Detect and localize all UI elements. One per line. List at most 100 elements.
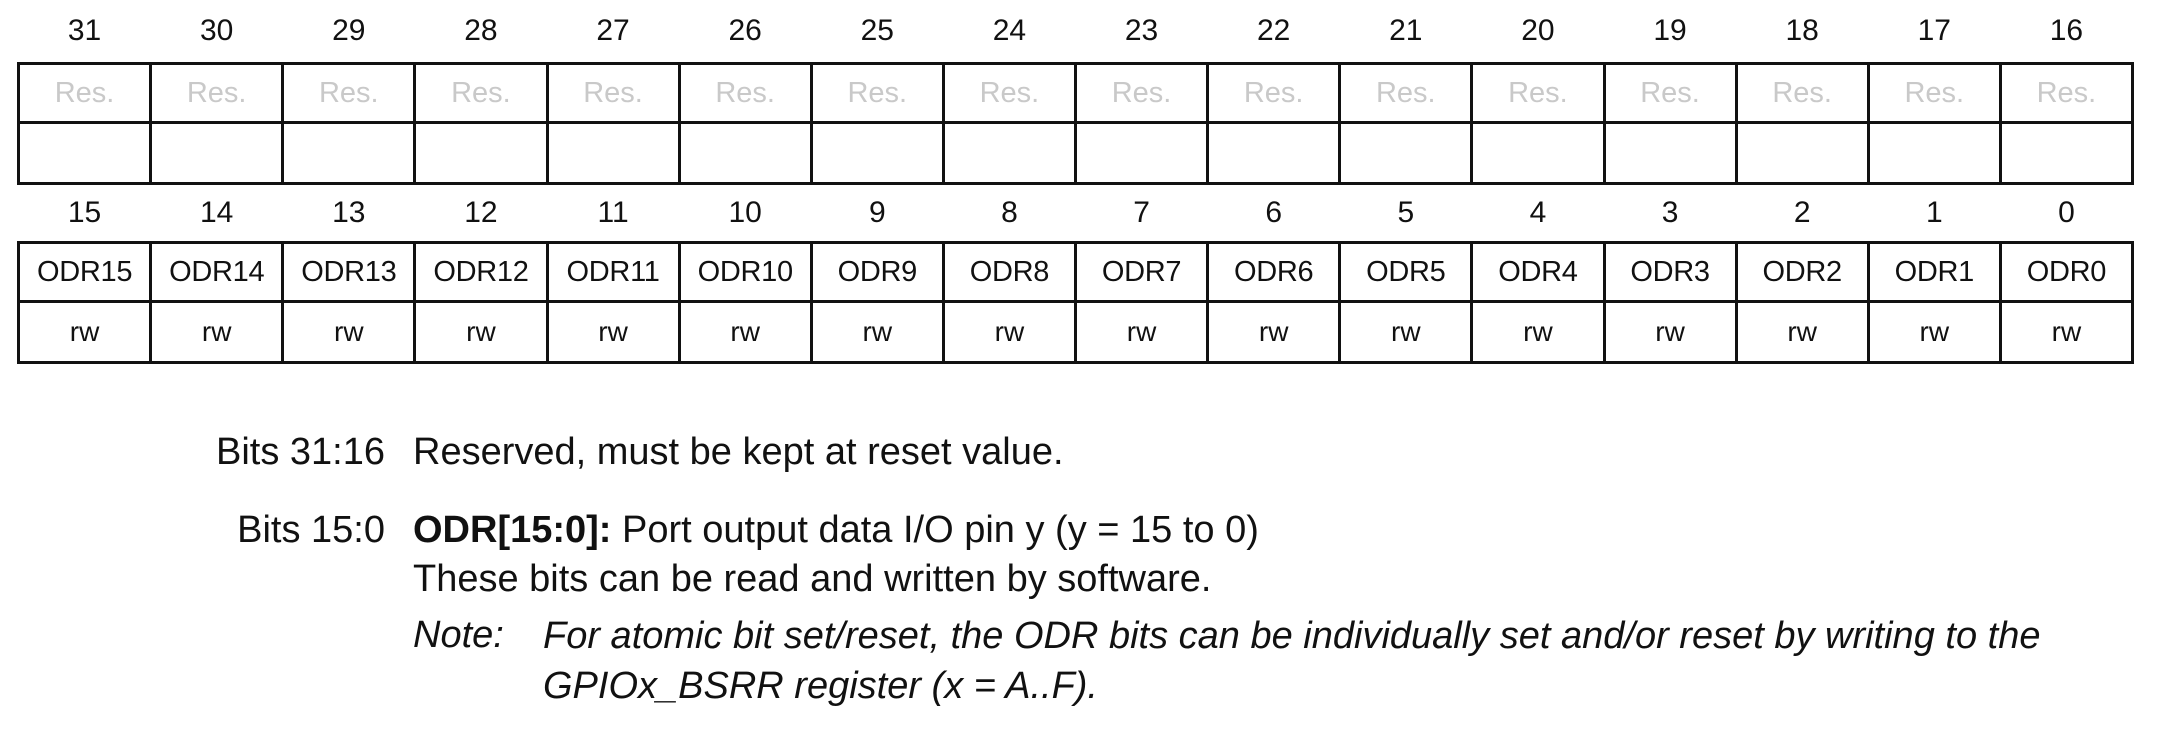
odr-field: ODR6 [1206, 241, 1342, 303]
reserved-field: Res. [149, 62, 285, 124]
reserved-field: Res. [1470, 62, 1606, 124]
lower-bit-numbers-row: 15 14 13 12 11 10 9 8 7 6 5 4 3 2 1 0 [19, 184, 2133, 243]
bit-number: 4 [1529, 196, 1547, 229]
reserved-bits-description: Bits 31:16 Reserved, must be kept at res… [0, 428, 2160, 506]
access-type: rw [1338, 300, 1474, 364]
odr-field: ODR14 [149, 241, 285, 303]
note-text: For atomic bit set/reset, the ODR bits c… [543, 614, 2041, 707]
empty-access-cell [941, 121, 1078, 185]
bit-number: 12 [464, 196, 498, 229]
odr-field: ODR2 [1734, 241, 1870, 303]
access-type: rw [149, 300, 285, 364]
bit-number: 25 [860, 14, 894, 47]
empty-access-cell [1602, 121, 1738, 185]
odr-field: ODR8 [941, 241, 1078, 303]
empty-access-cell [1338, 121, 1474, 185]
bit-number: 16 [2049, 14, 2084, 47]
reserved-field: Res. [1734, 62, 1870, 124]
bit-number: 13 [332, 196, 366, 229]
empty-access-cell [1073, 121, 1210, 185]
bit-number: 17 [1917, 14, 1951, 47]
odr-field: ODR0 [1998, 241, 2135, 303]
odr-field: ODR5 [1338, 241, 1474, 303]
odr-field: ODR15 [16, 241, 153, 303]
bit-number: 10 [728, 196, 762, 229]
reserved-field: Res. [1073, 62, 1210, 124]
empty-access-cell [1206, 121, 1342, 185]
bit-number: 19 [1653, 14, 1687, 47]
access-type: rw [1602, 300, 1738, 364]
access-type: rw [809, 300, 945, 364]
bit-number: 14 [200, 196, 234, 229]
odr-field: ODR12 [413, 241, 549, 303]
empty-access-cell [1866, 121, 2002, 185]
odr-field: ODR4 [1470, 241, 1606, 303]
upper-bit-numbers-row: 31 30 29 28 27 26 25 24 23 22 21 20 19 1… [19, 0, 2133, 64]
odr-access-row: rw rw rw rw rw rw rw rw rw rw rw rw rw r… [16, 300, 2135, 364]
odr-field: ODR11 [545, 241, 681, 303]
access-type: rw [1470, 300, 1606, 364]
bit-number: 8 [1001, 196, 1018, 229]
access-type: rw [1206, 300, 1342, 364]
bit-number: 5 [1397, 196, 1415, 229]
bit-number: 20 [1521, 14, 1555, 47]
odr-description-body: ODR[15:0]: Port output data I/O pin y (y… [413, 506, 2143, 711]
empty-access-cell [413, 121, 549, 185]
reserved-description-text: Reserved, must be kept at reset value. [413, 431, 1064, 473]
reserved-field: Res. [1866, 62, 2002, 124]
bit-number: 1 [1925, 196, 1943, 229]
bits-range-label: Bits 31:16 [216, 431, 385, 473]
access-type: rw [281, 300, 417, 364]
bit-number: 24 [992, 14, 1027, 47]
access-type: rw [677, 300, 813, 364]
reserved-field: Res. [1998, 62, 2135, 124]
odr-field: ODR13 [281, 241, 417, 303]
bit-number: 7 [1133, 196, 1150, 229]
odr-field: ODR10 [677, 241, 813, 303]
bit-number: 9 [868, 196, 886, 229]
bit-number: 2 [1793, 196, 1811, 229]
bit-number: 27 [596, 14, 630, 47]
odr-fields-row: ODR15 ODR14 ODR13 ODR12 ODR11 ODR10 ODR9… [16, 241, 2135, 303]
bit-number: 30 [200, 14, 234, 47]
odr-detail-line: These bits can be read and written by so… [413, 558, 1212, 601]
bit-number: 11 [597, 196, 629, 229]
note-block: Note: For atomic bit set/reset, the ODR … [413, 611, 2143, 711]
empty-access-cell [1998, 121, 2135, 185]
access-type: rw [413, 300, 549, 364]
access-type: rw [1073, 300, 1210, 364]
reserved-field: Res. [1602, 62, 1738, 124]
bit-number: 31 [67, 14, 102, 47]
empty-access-cell [677, 121, 813, 185]
access-type: rw [16, 300, 153, 364]
empty-access-cell [281, 121, 417, 185]
odr-field: ODR1 [1866, 241, 2002, 303]
odr-summary-line: ODR[15:0]: Port output data I/O pin y (y… [413, 506, 2143, 555]
access-type: rw [1866, 300, 2002, 364]
bit-number: 29 [332, 14, 366, 47]
odr-field: ODR3 [1602, 241, 1738, 303]
odr-field: ODR7 [1073, 241, 1210, 303]
odr-field: ODR9 [809, 241, 945, 303]
bit-number: 23 [1124, 14, 1159, 47]
bit-number: 22 [1257, 14, 1291, 47]
reserved-field: Res. [941, 62, 1078, 124]
access-type: rw [1734, 300, 1870, 364]
bit-number: 26 [728, 14, 762, 47]
empty-access-cell [16, 121, 153, 185]
field-name: ODR[15:0]: [413, 509, 612, 551]
bit-number: 6 [1265, 196, 1283, 229]
empty-access-cell [149, 121, 285, 185]
reserved-field: Res. [281, 62, 417, 124]
bit-descriptions: Bits 31:16 Reserved, must be kept at res… [0, 428, 2160, 711]
reserved-field: Res. [809, 62, 945, 124]
reserved-field: Res. [16, 62, 153, 124]
empty-access-cell [1470, 121, 1606, 185]
bit-number: 28 [464, 14, 498, 47]
bit-number: 0 [2058, 196, 2075, 229]
reserved-access-row [16, 121, 2135, 185]
bits-range-label: Bits 15:0 [237, 509, 385, 551]
access-type: rw [545, 300, 681, 364]
note-label: Note: [413, 613, 504, 656]
bit-number: 3 [1661, 196, 1679, 229]
